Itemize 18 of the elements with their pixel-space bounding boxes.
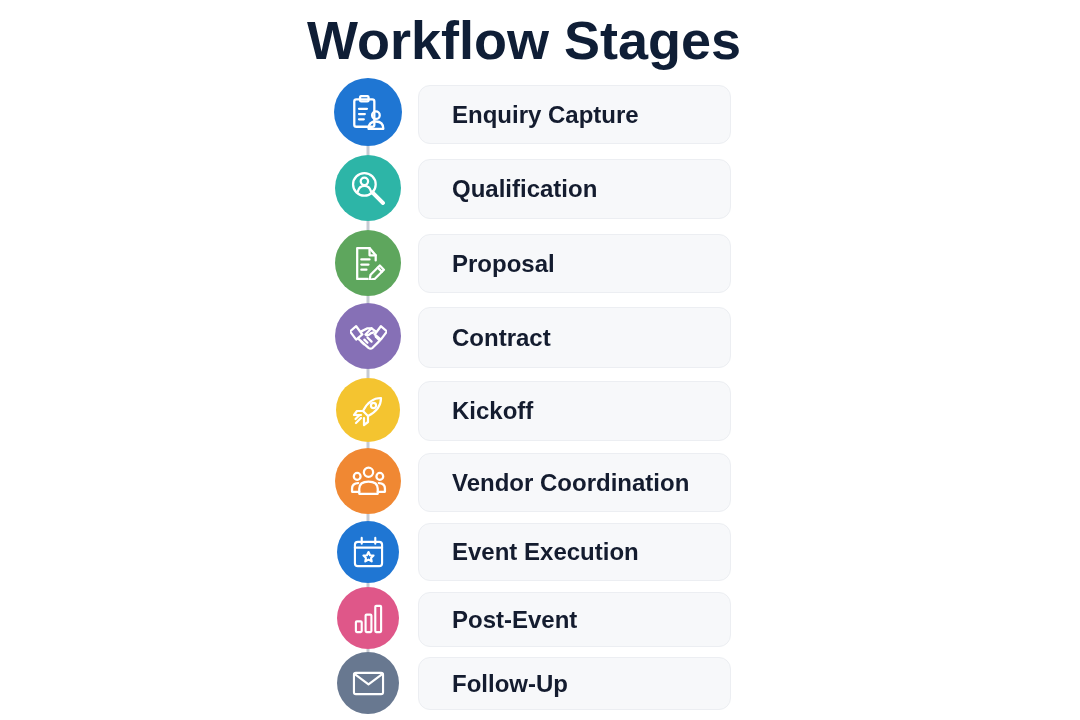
stage-label: Enquiry Capture xyxy=(452,100,639,129)
stage-label: Vendor Coordination xyxy=(452,468,690,497)
stage-label: Event Execution xyxy=(452,538,639,566)
connector-line xyxy=(366,221,370,230)
stage-label: Post-Event xyxy=(452,605,578,634)
stage-label: Proposal xyxy=(452,249,555,278)
stage-label: Contract xyxy=(452,323,551,352)
stage-label: Qualification xyxy=(452,175,598,203)
stage-label: Kickoff xyxy=(452,397,534,425)
connector-line xyxy=(366,146,370,155)
stage-label: Follow-Up xyxy=(452,669,568,698)
connector-line xyxy=(366,296,370,303)
connector-line xyxy=(366,442,370,448)
connector-line xyxy=(366,583,370,587)
diagram-title: Workflow Stages xyxy=(305,9,743,72)
connector-line xyxy=(366,369,370,378)
connector-line xyxy=(366,649,370,652)
connector-line xyxy=(366,514,370,521)
